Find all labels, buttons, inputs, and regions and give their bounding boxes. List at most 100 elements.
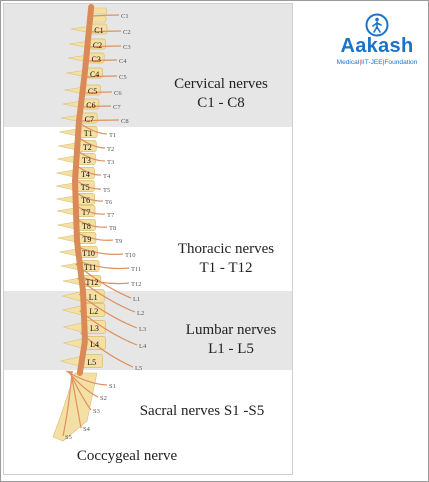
cervical-label: Cervical nerves C1 - C8 [161, 75, 281, 113]
vertebra-label: T4 [81, 170, 90, 179]
vertebra-label: T6 [81, 196, 90, 205]
vertebra-label: C4 [90, 70, 99, 79]
vertebra-label: C5 [88, 87, 97, 96]
lumbar-title: Lumbar nerves [185, 322, 277, 338]
nerve-label: T4 [103, 173, 111, 180]
vertebra-label: T1 [84, 129, 93, 138]
vertebra-label: C6 [86, 101, 95, 110]
nerve-labels-group: C1C2C3C4C5C6C7C8T1T2T3T4T5T6T7T8T9T10T11… [65, 13, 147, 441]
vertebra-label: C2 [93, 41, 102, 50]
spinous-process [63, 338, 84, 349]
spinal-diagram: C1C2C3C4C5C6C7T1T2T3T4T5T6T7T8T9T10T11T1… [52, 4, 147, 442]
vertebra-label: T2 [83, 143, 92, 152]
vertebra-label: L5 [87, 358, 96, 367]
vertebra-label: T11 [84, 263, 97, 272]
vertebra-label: C7 [85, 115, 94, 124]
coccygeal-label: Coccygeal nerve [67, 447, 187, 466]
nerve-label: S4 [83, 426, 91, 433]
spinal-nerve [84, 91, 113, 94]
logo-name: Aakash [340, 35, 414, 57]
tag-sep-1: | [359, 59, 362, 66]
nerve-label: C4 [119, 58, 127, 65]
vertebra-label: T5 [81, 183, 90, 192]
spinal-nerve [80, 119, 120, 122]
tag-medical: Medical [336, 59, 360, 66]
nerve-label: C3 [123, 44, 131, 51]
spinal-nerve [62, 370, 73, 437]
sacrum [52, 372, 98, 442]
spinous-process [62, 305, 84, 316]
vertebra-label: T3 [82, 156, 91, 165]
coccygeal-title: Coccygeal nerve [76, 448, 178, 464]
nerve-label: C5 [119, 74, 127, 81]
spinal-nerve [87, 59, 118, 62]
diagram-panel [3, 3, 293, 475]
spinal-nerve [82, 105, 112, 108]
nerve-label: L4 [139, 343, 147, 350]
vertebra-label: L4 [90, 340, 99, 349]
aakash-logo: Aakash Medical|IIT-JEE|Foundation [331, 13, 423, 73]
nerve-label: C8 [121, 118, 129, 125]
tag-sep-2: | [382, 59, 385, 66]
nerve-label: L1 [133, 296, 140, 303]
vertebra-label: T8 [82, 222, 91, 231]
running-figure-icon [365, 13, 389, 37]
nerve-label: C6 [114, 90, 122, 97]
nerve-label: L2 [137, 310, 144, 317]
spinous-process [63, 322, 84, 333]
nerve-label: T6 [105, 199, 113, 206]
spinal-nerve [90, 30, 122, 33]
sacral-title: Sacral nerves S1 -S5 [139, 403, 265, 419]
nerve-label: T9 [115, 238, 122, 245]
nerve-label: T12 [131, 281, 141, 288]
nerve-label: T2 [107, 146, 114, 153]
nerve-label: C2 [123, 29, 131, 36]
nerve-label: T7 [107, 212, 115, 219]
cervical-range: C1 - C8 [197, 95, 245, 111]
tag-foundation: Foundation [384, 59, 418, 66]
nerve-label: T8 [109, 225, 116, 232]
nerve-label: T11 [131, 266, 141, 273]
vertebra-label: L1 [89, 293, 98, 302]
lumbar-band [4, 291, 292, 370]
nerve-label: L5 [135, 365, 142, 372]
spinal-nerve [89, 45, 122, 48]
nerve-label: C7 [113, 104, 121, 111]
vertebra-label: T9 [82, 235, 91, 244]
nerve-label: S3 [93, 408, 100, 415]
nerve-label: C1 [121, 13, 129, 20]
vertebra-labels-group: C1C2C3C4C5C6C7T1T2T3T4T5T6T7T8T9T10T11T1… [81, 26, 104, 367]
nerve-label: T3 [107, 159, 114, 166]
spinous-process [62, 291, 83, 302]
spinal-cord [71, 4, 95, 376]
nerve-label: S5 [65, 434, 72, 441]
vertebra-label: T12 [85, 278, 98, 287]
nerve-label: T10 [125, 252, 135, 259]
thoracic-title: Thoracic nerves [177, 241, 275, 257]
spinal-cord-group [71, 4, 95, 376]
vertebra-label: L3 [90, 324, 99, 333]
nerve-label: S2 [100, 395, 107, 402]
vertebra-label: L2 [89, 307, 98, 316]
spinal-nerve [92, 14, 120, 17]
nerve-label: T5 [103, 187, 110, 194]
thoracic-label: Thoracic nerves T1 - T12 [166, 240, 286, 278]
vertebra-label: C3 [91, 55, 100, 64]
vertebra-label: C1 [94, 26, 103, 35]
cervical-band [4, 4, 292, 127]
nerve-label: L3 [139, 326, 146, 333]
spinous-process [60, 356, 81, 367]
sacral-label: Sacral nerves S1 -S5 [127, 402, 277, 421]
nerve-label: T1 [109, 132, 116, 139]
nerve-label: S1 [109, 383, 116, 390]
tag-iitjee: IIT-JEE [361, 59, 383, 66]
thoracic-range: T1 - T12 [199, 260, 253, 276]
logo-tagline: Medical|IIT-JEE|Foundation [325, 59, 429, 66]
lumbar-label: Lumbar nerves L1 - L5 [171, 321, 291, 359]
vertebra-label: T10 [82, 249, 95, 258]
spinal-nerve [86, 75, 118, 78]
vertebra-label: T7 [82, 208, 91, 217]
cervical-title: Cervical nerves [174, 76, 268, 92]
lumbar-range: L1 - L5 [208, 341, 254, 357]
